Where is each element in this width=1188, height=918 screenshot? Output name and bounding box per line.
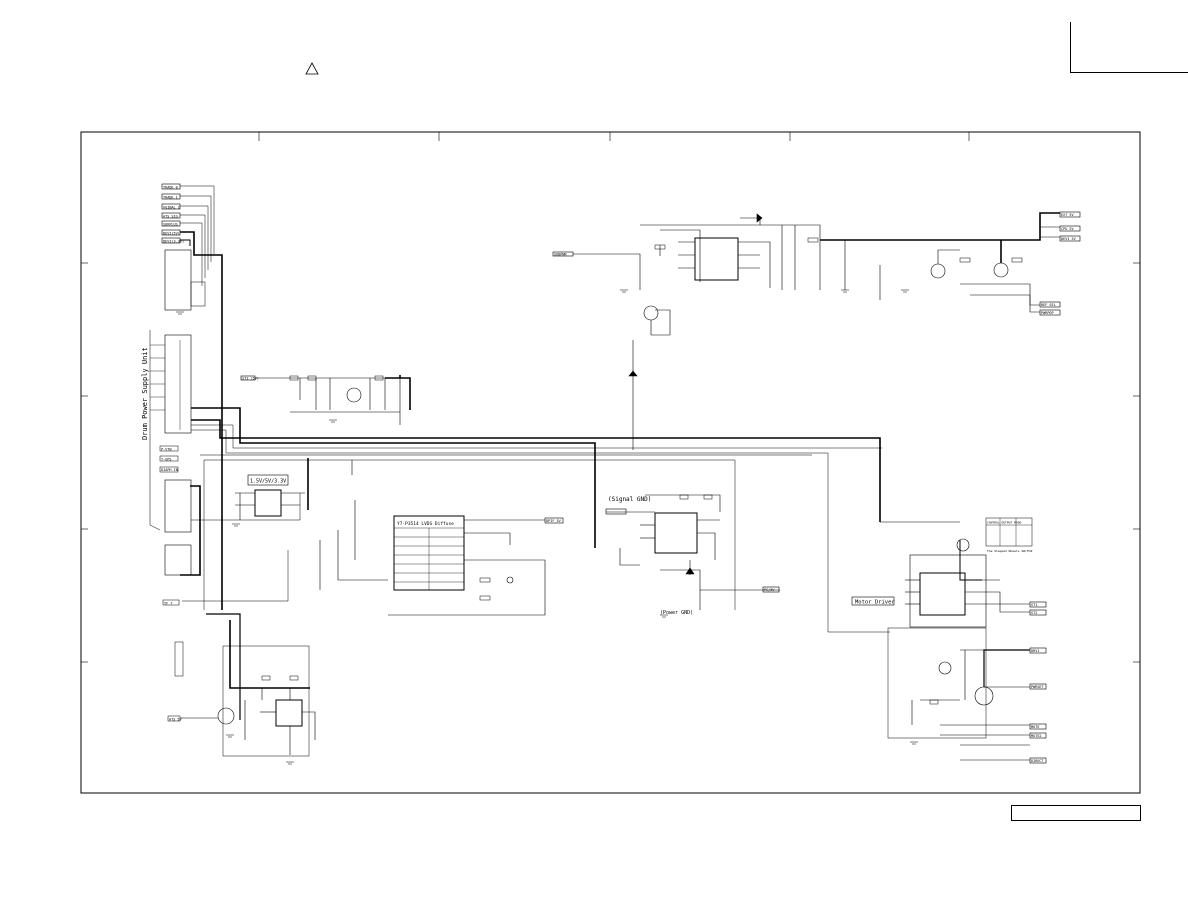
conn-bottom-b: ATS 5V (169, 718, 183, 722)
regulator-small (240, 375, 411, 425)
conn-label-1: TRADE 1 (163, 196, 178, 200)
frame-ticks (81, 132, 1140, 663)
conn-mid-0: P-VTW (161, 448, 172, 452)
mid-right-out-label: DPIF 5V (546, 519, 562, 523)
right-bottom-0: DRV1 (1031, 649, 1039, 653)
left-connector-area (149, 183, 223, 722)
conn-label-6: DEVI(3.3V) (163, 240, 184, 244)
right-bottom-4: DIRECT (1031, 759, 1045, 763)
conn-label-3: ATS SIG (163, 215, 178, 219)
ic-signal-gnd (605, 494, 780, 610)
schematic-labels: TRADE 0 TRADE 1 VGIBAL 1 ATS SIG SURPLUS… (141, 186, 1077, 764)
power-supply-label: Drum Power Supply Unit (141, 347, 149, 440)
right-bottom-2: MUTE (1031, 725, 1039, 729)
regulator-ic-top (552, 211, 1081, 450)
power-gnd-label: (Power GND) (660, 610, 693, 616)
conn-mid-2: DIAPH IN (161, 468, 178, 472)
title-corner-box (1070, 22, 1188, 73)
signal-gnd-label: (Signal GND) (608, 496, 651, 503)
right-top-1: CPU 5V (1061, 227, 1075, 231)
ic-lvds-middle (319, 460, 564, 616)
right-top-0: EXT 5V (1061, 213, 1075, 217)
top-input-label: SUBPWR (554, 253, 568, 257)
conn-label-4: SURPLUS (163, 223, 178, 227)
ic-top-left-label: 1.5V/5V/3.3V (250, 479, 286, 485)
power-bus-lines (180, 407, 982, 720)
footer-title-box (1011, 805, 1141, 821)
caution-triangle-icon (305, 62, 319, 75)
motor-driver-label: Motor Driver (855, 600, 895, 606)
conn-mid-1: T-GPS (161, 458, 172, 462)
right-motor-0: ST1 (1031, 603, 1037, 607)
ic-power-left (235, 474, 305, 520)
conn-label-2: VGIBAL 1 (163, 206, 180, 210)
conn-label-5: DEVI(5V) (163, 232, 180, 236)
right-top-2: DEVI 5V (1061, 237, 1077, 241)
passive-components (176, 237, 1023, 765)
conn-label-0: TRADE 0 (163, 186, 178, 190)
conn-bottom-a: TF 7 (164, 602, 172, 606)
right-bottom-1: PWRSET (1031, 685, 1045, 689)
driver-transistor-block (887, 627, 1047, 764)
motor-driver-block (851, 517, 1047, 628)
table-note: The Stepped Wheels SW/FCW (987, 549, 1032, 553)
ic-bottom-left (180, 645, 316, 757)
drawing-frame (80, 131, 1141, 794)
ic-middle-label: Y7-P3514 LVDS Diffuse (397, 521, 454, 527)
table-header: CONTROL OUTPUT MODE (987, 521, 1022, 525)
right-motor-1: ST2 (1031, 611, 1037, 615)
mid-out-label: PC/5V (764, 588, 775, 592)
right-mid-1: PWRPOP (1041, 311, 1054, 315)
right-mid-0: REF SEL (1041, 303, 1056, 307)
mid-input-label: ST1 (5V) (242, 377, 259, 381)
right-bottom-3: MUTE2 (1031, 734, 1042, 738)
